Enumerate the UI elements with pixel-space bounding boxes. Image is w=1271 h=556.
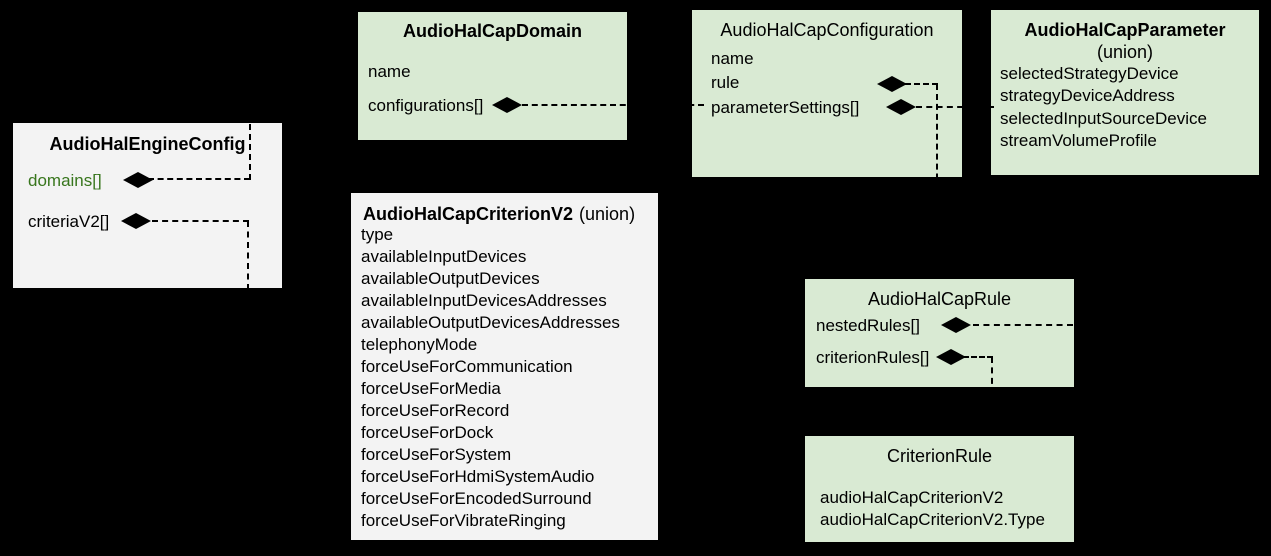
composition-diamond-icon-domains: [123, 172, 153, 188]
class-title-union-suffix: (union): [579, 204, 636, 224]
field-selected-strategy-device: selectedStrategyDevice: [1000, 64, 1179, 83]
composition-diamond-icon-rule: [877, 76, 907, 92]
field-audio-hal-cap-criterion-v2: audioHalCapCriterionV2: [820, 488, 1004, 507]
field-type: type: [361, 225, 394, 244]
field-force-use-for-system: forceUseForSystem: [361, 445, 512, 464]
class-box-audio-hal-cap-rule: AudioHalCapRule nestedRules[] criterionR…: [805, 279, 1074, 387]
class-title: CriterionRule: [886, 446, 993, 466]
field-force-use-for-dock: forceUseForDock: [361, 423, 494, 442]
field-criterion-rules: criterionRules[]: [816, 348, 930, 367]
field-available-output-devices: availableOutputDevices: [361, 269, 540, 288]
class-title-text: AudioHalCapCriterionV2: [363, 204, 574, 224]
field-force-use-for-hdmi-system-audio: forceUseForHdmiSystemAudio: [361, 467, 595, 486]
class-box-audio-hal-cap-configuration: AudioHalCapConfiguration name rule param…: [692, 10, 962, 177]
connector-parameter-settings-horizontal: [916, 106, 994, 108]
class-title: AudioHalEngineConfig: [49, 134, 246, 154]
class-title: AudioHalCapParameter: [1024, 20, 1226, 40]
class-title: AudioHalCapCriterionV2(union): [363, 204, 635, 225]
field-force-use-for-vibrate-ringing: forceUseForVibrateRinging: [361, 511, 566, 530]
field-domains: domains[]: [28, 171, 102, 190]
field-telephony-mode: telephonyMode: [361, 335, 478, 354]
field-selected-input-source-device: selectedInputSourceDevice: [1000, 109, 1207, 128]
field-rule: rule: [711, 73, 740, 92]
class-subtitle-union: (union): [1096, 42, 1154, 62]
field-stream-volume-profile: streamVolumeProfile: [1000, 131, 1157, 150]
field-force-use-for-communication: forceUseForCommunication: [361, 357, 573, 376]
class-title: AudioHalCapDomain: [402, 21, 582, 41]
connector-rule-horizontal: [905, 83, 938, 85]
composition-diamond-icon-criterion-rules: [936, 349, 966, 365]
field-force-use-for-encoded-surround: forceUseForEncodedSurround: [361, 489, 592, 508]
field-force-use-for-media: forceUseForMedia: [361, 379, 501, 398]
field-criteria-v2: criteriaV2[]: [28, 212, 110, 231]
class-box-criterion-rule: CriterionRule audioHalCapCriterionV2 aud…: [805, 436, 1074, 542]
class-box-audio-hal-cap-domain: AudioHalCapDomain name configurations[]: [358, 12, 627, 140]
connector-domains-horizontal: [148, 178, 250, 180]
connector-criteria-v2-horizontal: [152, 220, 249, 222]
field-nested-rules: nestedRules[]: [816, 316, 920, 335]
field-available-input-devices-addresses: availableInputDevicesAddresses: [361, 291, 607, 310]
composition-diamond-icon-configurations: [492, 97, 522, 113]
field-available-input-devices: availableInputDevices: [361, 247, 527, 266]
field-available-output-devices-addresses: availableOutputDevicesAddresses: [361, 313, 620, 332]
field-strategy-device-address: strategyDeviceAddress: [1000, 86, 1175, 105]
composition-diamond-icon-parameter-settings: [886, 99, 916, 115]
connector-nested-rules-horizontal: [973, 324, 1073, 326]
composition-diamond-icon-criteria-v2: [121, 213, 151, 229]
field-parameter-settings: parameterSettings[]: [711, 98, 860, 117]
connector-criterion-rules-vertical: [991, 357, 993, 436]
class-title: AudioHalCapConfiguration: [720, 20, 934, 40]
field-name: name: [711, 49, 754, 68]
connector-rule-vertical: [936, 84, 938, 279]
class-title: AudioHalCapRule: [867, 289, 1012, 309]
field-name: name: [368, 62, 411, 81]
connector-criteria-v2-vertical: [247, 221, 249, 290]
connector-criterion-rules-horizontal: [963, 356, 993, 358]
connector-configurations-horizontal: [522, 104, 704, 106]
composition-diamond-icon-nested-rules: [941, 317, 971, 333]
connector-domains-vertical: [249, 124, 251, 180]
class-box-audio-hal-cap-criterion-v2: AudioHalCapCriterionV2(union) type avail…: [351, 193, 658, 540]
field-configurations: configurations[]: [368, 96, 484, 115]
class-box-audio-hal-cap-parameter: AudioHalCapParameter (union) selectedStr…: [991, 10, 1259, 175]
field-force-use-for-record: forceUseForRecord: [361, 401, 510, 420]
field-audio-hal-cap-criterion-v2-type: audioHalCapCriterionV2.Type: [820, 510, 1045, 529]
class-box-audio-hal-engine-config: AudioHalEngineConfig domains[] criteriaV…: [13, 123, 282, 288]
